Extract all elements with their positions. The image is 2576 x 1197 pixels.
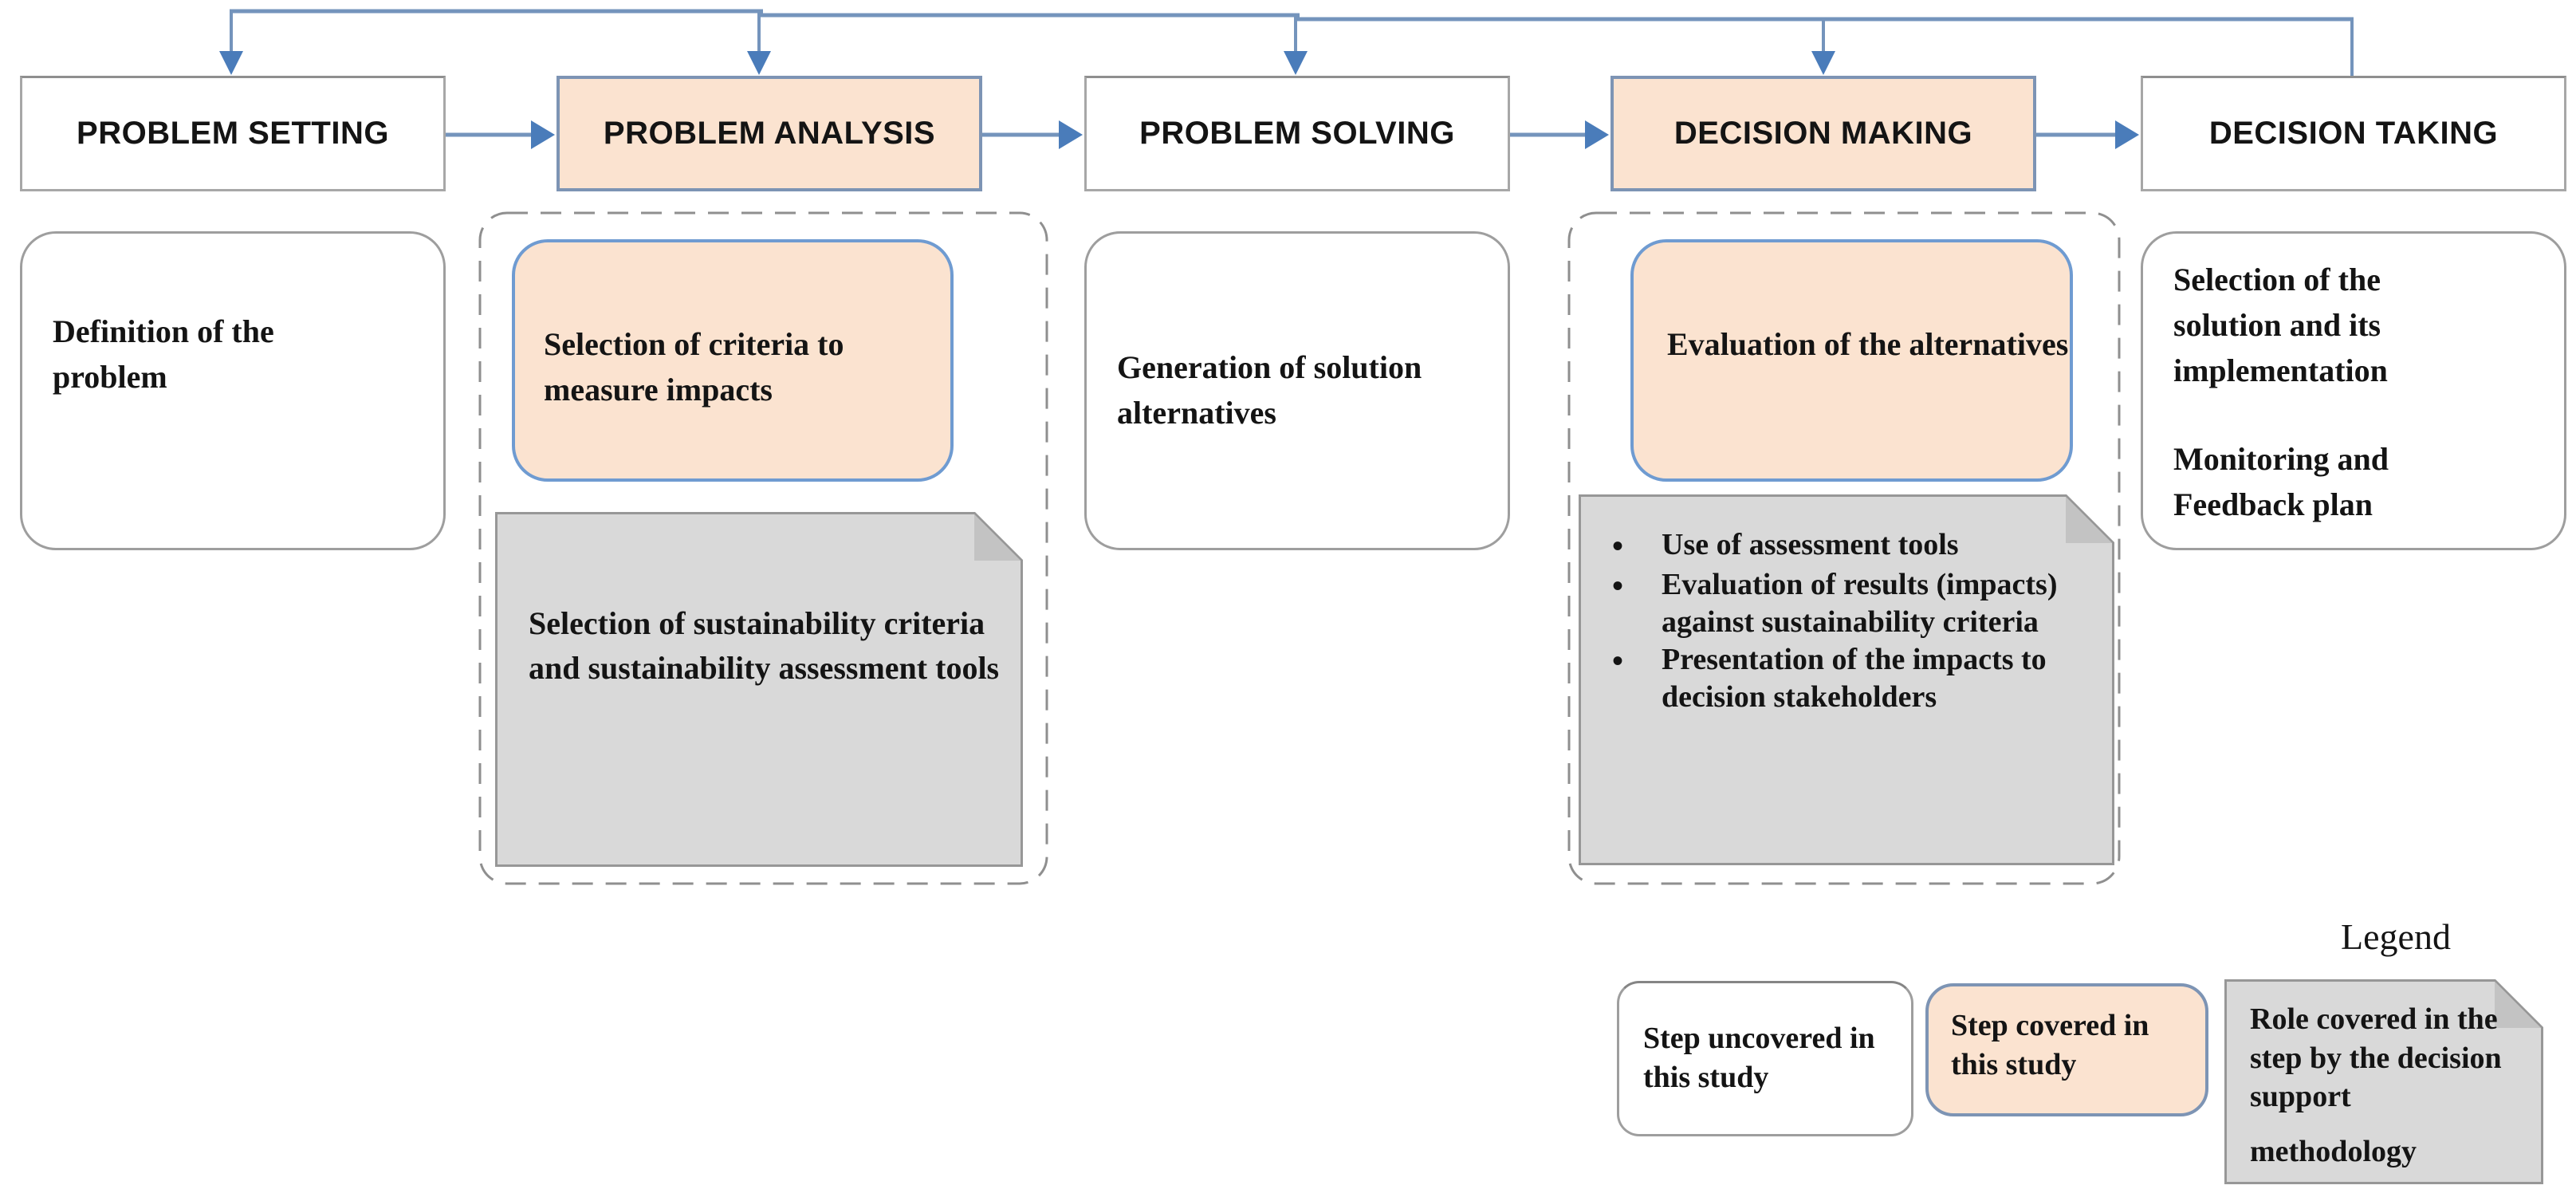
legend-label: Step uncovered in this study [1643, 1022, 1875, 1095]
note-fill [498, 514, 1021, 864]
stage-label: PROBLEM SOLVING [1139, 116, 1455, 151]
role-bullet-item: Use of assessment tools [1601, 526, 2114, 566]
flow-arrow-right-icon [982, 120, 1083, 149]
legend-label: Role covered in the step by the decision… [2250, 1002, 2502, 1114]
step-text: Selection of criteria to measure impacts [544, 326, 844, 408]
role-bullet-item: Presentation of the impacts to decision … [1601, 641, 2114, 716]
stage-box-decision-making: DECISION MAKING [1610, 76, 2036, 191]
flow-arrow-right-icon [1510, 120, 1609, 149]
card-paragraph: Selection of the solution and its implem… [2173, 262, 2388, 388]
group-problem-analysis [478, 211, 1048, 885]
stage-box-problem-solving: PROBLEM SOLVING [1084, 76, 1510, 191]
stage-box-problem-analysis: PROBLEM ANALYSIS [556, 76, 982, 191]
dashed-group-border [1567, 211, 2121, 885]
card-text: Definition of the problem [53, 313, 274, 395]
stage-label: PROBLEM SETTING [77, 116, 389, 151]
flow-arrow-right-icon [446, 120, 555, 149]
stage-box-decision-taking: DECISION TAKING [2141, 76, 2566, 191]
step-box-evaluation-alternatives: Evaluation of the alternatives [1630, 239, 2073, 482]
legend-title: Legend [2341, 916, 2451, 957]
note-text: Selection of sustainability criteria and… [529, 605, 1000, 686]
role-note-assessment-tools: Use of assessment tools Evaluation of re… [1579, 494, 2114, 865]
card-paragraph: Monitoring and Feedback plan [2173, 441, 2389, 523]
step-text: Evaluation of the alternatives [1667, 326, 2069, 362]
group-decision-making [1567, 211, 2121, 885]
legend-role-text: Role covered in the step by the decision… [2224, 979, 2543, 1171]
note-fill [2227, 982, 2541, 1182]
role-bullet-list: Use of assessment tools Evaluation of re… [1579, 494, 2114, 716]
legend-item-role-note: Role covered in the step by the decision… [2224, 979, 2543, 1184]
card-definition-of-problem: Definition of the problem [20, 231, 446, 550]
stage-box-problem-setting: PROBLEM SETTING [20, 76, 446, 191]
arrow-down-icon [1811, 51, 1835, 75]
role-bullet-item: Evaluation of results (impacts) against … [1601, 566, 2114, 641]
legend-item-uncovered-step: Step uncovered in this study [1617, 981, 1913, 1136]
legend-label-tail: methodology [2250, 1134, 2417, 1168]
step-box-selection-criteria: Selection of criteria to measure impacts [512, 239, 954, 482]
arrow-down-icon [1284, 51, 1308, 75]
stage-label: DECISION TAKING [2208, 116, 2499, 151]
legend-item-covered-step: Step covered in this study [1925, 983, 2208, 1116]
arrow-down-icon [747, 51, 771, 75]
dashed-group-border [478, 211, 1048, 885]
stage-label: DECISION MAKING [1673, 116, 1973, 151]
legend-label: Step covered in this study [1951, 1009, 2149, 1082]
card-text: Generation of solution alternatives [1117, 349, 1422, 431]
stage-label: PROBLEM ANALYSIS [603, 116, 936, 151]
card-decision-taking: Selection of the solution and its implem… [2141, 231, 2566, 550]
flow-arrow-right-icon [2036, 120, 2139, 149]
card-generation-alternatives: Generation of solution alternatives [1084, 231, 1510, 550]
arrow-down-icon [219, 51, 243, 75]
role-note-sustainability-criteria: Selection of sustainability criteria and… [495, 512, 1023, 867]
feedback-connector-lines [219, 9, 2354, 77]
